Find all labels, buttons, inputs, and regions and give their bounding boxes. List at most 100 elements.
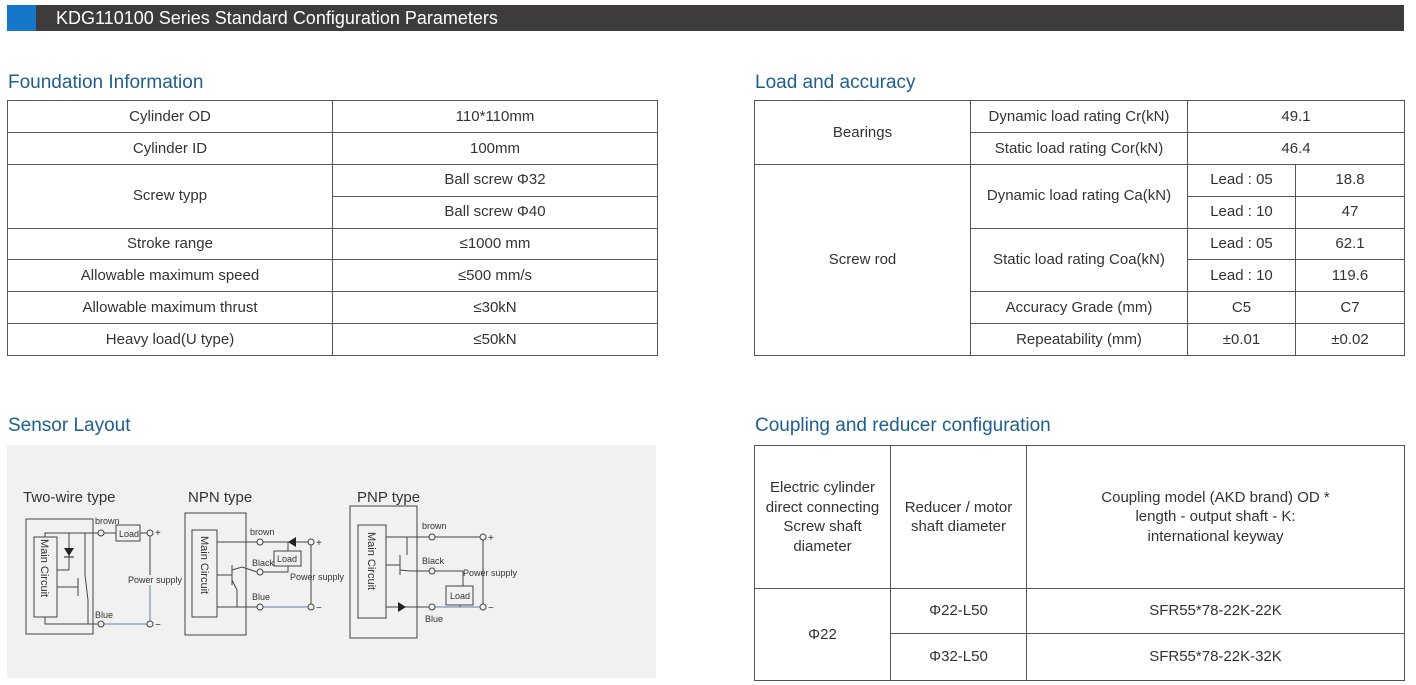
brown-label: brown bbox=[95, 516, 120, 526]
cell: ≤1000 mm bbox=[332, 227, 658, 261]
cell: ≤500 mm/s bbox=[332, 259, 658, 293]
header-cell: Coupling model (AKD brand) OD * length -… bbox=[1026, 445, 1405, 589]
cell: SFR55*78-22K-32K bbox=[1026, 633, 1405, 681]
cell: Φ22 bbox=[754, 588, 891, 681]
main-circuit-label: Main Circuit bbox=[198, 536, 210, 594]
main-circuit-label: Main Circuit bbox=[38, 539, 50, 597]
brown-label: brown bbox=[422, 521, 447, 531]
minus-label: − bbox=[155, 620, 161, 631]
page-title: KDG110100 Series Standard Configuration … bbox=[56, 8, 498, 28]
header-bar: KDG110100 Series Standard Configuration … bbox=[7, 5, 1404, 31]
cell: 100mm bbox=[332, 131, 658, 165]
black-label: Black bbox=[422, 556, 445, 566]
table-row: Stroke range≤1000 mm bbox=[7, 227, 658, 261]
blue-label: Blue bbox=[425, 614, 443, 624]
table-header-row: Electric cylinder direct connecting Scre… bbox=[754, 445, 1405, 589]
cell: Screw rod bbox=[754, 163, 971, 357]
power-supply-label: Power supply bbox=[290, 572, 345, 582]
load-label: Load bbox=[277, 554, 297, 564]
cell: Ball screw Φ40 bbox=[332, 195, 658, 229]
header-cell: Reducer / motor shaft diameter bbox=[890, 445, 1027, 589]
cell: 49.1 bbox=[1186, 100, 1406, 133]
pnp-label: PNP type bbox=[357, 489, 420, 506]
cell: Accuracy Grade (mm) bbox=[970, 291, 1188, 325]
blue-label: Blue bbox=[95, 610, 113, 620]
two-wire-label: Two-wire type bbox=[23, 489, 116, 506]
cell: Heavy load(U type) bbox=[7, 323, 333, 356]
sensor-title: Sensor Layout bbox=[8, 415, 131, 436]
cell: Static load rating Cor(kN) bbox=[970, 131, 1188, 165]
minus-label: − bbox=[316, 603, 322, 614]
load-label: Load bbox=[119, 529, 139, 539]
header-accent bbox=[7, 5, 36, 31]
power-supply-label: Power supply bbox=[128, 575, 183, 585]
cell: Cylinder OD bbox=[7, 100, 333, 133]
cell: Repeatability (mm) bbox=[970, 323, 1188, 356]
cell: Screw typp bbox=[7, 163, 333, 229]
cell: SFR55*78-22K-22K bbox=[1026, 588, 1405, 634]
cell: 62.1 bbox=[1294, 227, 1406, 261]
cell: Allowable maximum thrust bbox=[7, 291, 333, 325]
cell: ±0.02 bbox=[1294, 323, 1406, 356]
plus-label: + bbox=[155, 528, 161, 539]
cell: ≤30kN bbox=[332, 291, 658, 325]
foundation-title: Foundation Information bbox=[8, 72, 204, 93]
power-supply-label: Power supply bbox=[463, 568, 518, 578]
cell: Allowable maximum speed bbox=[7, 259, 333, 293]
cell: ≤50kN bbox=[332, 323, 658, 356]
table-row: Allowable maximum thrust≤30kN bbox=[7, 291, 658, 325]
cell: Lead : 05 bbox=[1187, 227, 1296, 261]
minus-label: − bbox=[488, 603, 494, 614]
cell: Stroke range bbox=[7, 227, 333, 261]
cell: Static load rating Coa(kN) bbox=[970, 227, 1188, 293]
wiring-diagrams: Two-wire type NPN type PNP type Main Cir… bbox=[23, 489, 518, 639]
two-wire-housing bbox=[25, 518, 94, 635]
cell: Lead : 10 bbox=[1187, 259, 1296, 293]
cell: C5 bbox=[1187, 291, 1296, 325]
plus-label: + bbox=[488, 533, 494, 544]
cell: 110*110mm bbox=[332, 100, 658, 133]
table-row: Ball screw Φ40 bbox=[8, 195, 658, 229]
load-title: Load and accuracy bbox=[755, 72, 916, 93]
coupling-title: Coupling and reducer configuration bbox=[755, 415, 1051, 436]
coupling-table: Electric cylinder direct connecting Scre… bbox=[754, 445, 1405, 681]
plus-label: + bbox=[316, 538, 322, 549]
cell: Lead : 05 bbox=[1187, 163, 1296, 197]
cell: Dynamic load rating Ca(kN) bbox=[970, 163, 1188, 229]
npn-label: NPN type bbox=[188, 489, 252, 506]
cell: Cylinder ID bbox=[7, 131, 333, 165]
table-row: Allowable maximum speed≤500 mm/s bbox=[7, 259, 658, 293]
pnp-diode-icon bbox=[398, 602, 406, 612]
npn-diode-icon bbox=[288, 537, 296, 547]
header-cell: Electric cylinder direct connecting Scre… bbox=[754, 445, 891, 589]
sensor-diagram-panel: Two-wire type NPN type PNP type Main Cir… bbox=[7, 445, 656, 678]
cell: Ball screw Φ32 bbox=[332, 163, 658, 197]
cell: Lead : 10 bbox=[1187, 195, 1296, 229]
cell: Φ32-L50 bbox=[890, 633, 1027, 681]
load-label: Load bbox=[450, 591, 470, 601]
blue-label: Blue bbox=[252, 592, 270, 602]
cell: 47 bbox=[1294, 195, 1406, 229]
cell: Bearings bbox=[754, 100, 971, 165]
cell: 18.8 bbox=[1294, 163, 1406, 197]
cell: 119.6 bbox=[1294, 259, 1406, 293]
brown-label: brown bbox=[250, 527, 275, 537]
cell: Φ22-L50 bbox=[890, 588, 1027, 634]
main-circuit-label: Main Circuit bbox=[365, 532, 377, 590]
black-label: Black bbox=[252, 558, 275, 568]
table-row: Heavy load(U type)≤50kN bbox=[7, 323, 658, 356]
cell: Dynamic load rating Cr(kN) bbox=[970, 100, 1188, 133]
